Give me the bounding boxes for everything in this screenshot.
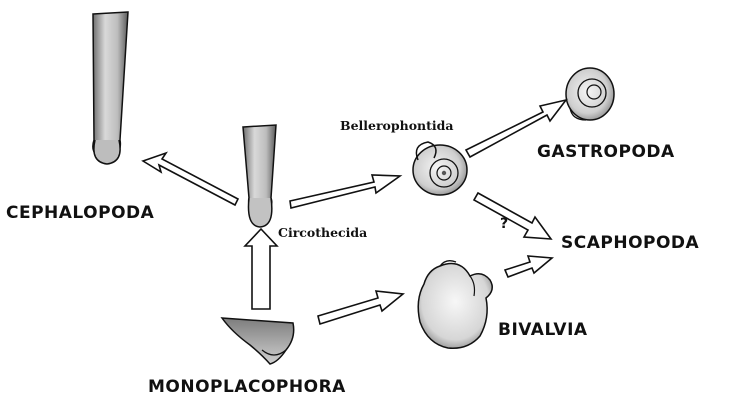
label-scaphopoda: SCAPHOPODA xyxy=(561,233,699,253)
arrow-circothecida-to-cephalopoda xyxy=(143,153,238,205)
monoplacophoran-shell-icon xyxy=(222,318,294,364)
circothecid-shell-icon xyxy=(243,125,276,227)
label-bellerophontida: Bellerophontida xyxy=(340,118,454,133)
arrow-bivalvia-to-scaphopoda xyxy=(505,256,552,277)
bellerophontid-shell-icon xyxy=(413,142,467,195)
label-monoplacophora: MONOPLACOPHORA xyxy=(148,377,346,397)
arrow-bellerophontida-to-scaphopoda xyxy=(474,193,551,239)
uncertainty-question-mark: ? xyxy=(500,216,508,232)
cephalopod-shell-icon xyxy=(93,12,128,164)
label-gastropoda: GASTROPODA xyxy=(537,142,675,162)
label-bivalvia: BIVALVIA xyxy=(498,320,588,340)
label-circothecida: Circothecida xyxy=(278,225,367,240)
bivalve-shell-icon xyxy=(418,261,492,349)
arrow-monoplacophora-to-circothecida xyxy=(245,229,277,309)
arrow-monoplacophora-to-bivalvia xyxy=(318,291,403,324)
label-cephalopoda: CEPHALOPODA xyxy=(6,203,154,223)
arrow-circothecida-to-bellerophontida xyxy=(290,175,400,208)
gastropod-shell-icon xyxy=(566,68,614,120)
